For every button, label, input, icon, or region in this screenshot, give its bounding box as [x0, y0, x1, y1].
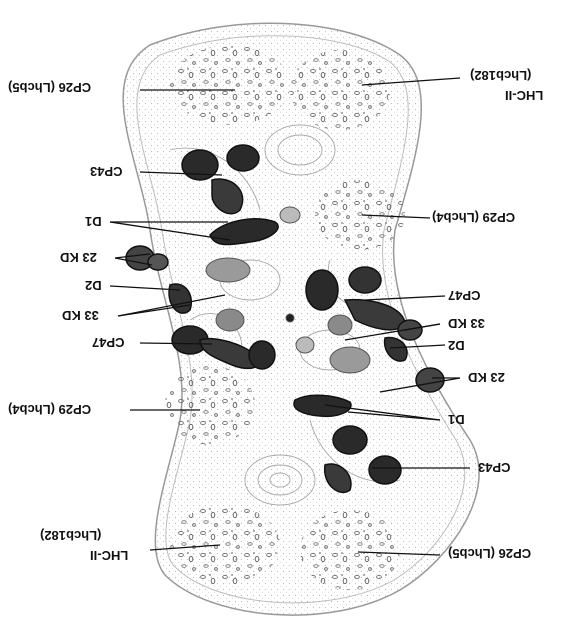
- speckle-region: [165, 365, 255, 445]
- cp43-lower-blob: [333, 426, 367, 454]
- label-cp29-left: CP29 (Lhcb4): [8, 402, 91, 417]
- label-33kd-right: 33 KD: [448, 316, 485, 331]
- label-lhcii-top-right: LHC-II: [505, 88, 543, 103]
- label-23kd-right: 23 KD: [468, 370, 505, 385]
- cp43-upper-blob: [227, 145, 259, 171]
- speckle-region: [300, 510, 400, 590]
- label-cp43-left: CP43: [90, 164, 123, 179]
- label-cp43-right: CP43: [478, 460, 511, 475]
- d1-lower-blob: [294, 395, 351, 416]
- cp43-lower-blob: [369, 456, 401, 484]
- label-cp47-left: CP47: [92, 335, 125, 350]
- label-23kd-left: 23 KD: [60, 250, 97, 265]
- speckle-region: [315, 180, 405, 250]
- label-cp26-top-left: CP26 (Lhcb5): [8, 80, 91, 95]
- speckle-region: [290, 50, 390, 130]
- label-d1-left: D1: [85, 214, 102, 229]
- label-33kd-left: 33 KD: [62, 308, 99, 323]
- cp43-upper-blob: [182, 150, 218, 180]
- label-lhcb182-bottom-left: (Lhcb182): [40, 528, 101, 543]
- label-cp26-bottom-right: CP26 (Lhcb5): [448, 546, 531, 561]
- label-cp47-right: CP47: [448, 288, 481, 303]
- speckle-region: [170, 45, 290, 125]
- label-d2-left: D2: [85, 278, 102, 293]
- cp47-left-blob: [249, 341, 275, 369]
- speckle-region: [170, 505, 280, 585]
- cp47-right-blob: [349, 267, 381, 293]
- label-lhcb182-top-right: (Lhcb182): [470, 68, 531, 83]
- label-cp29-right: CP29 (Lhcb4): [432, 210, 515, 225]
- cp47-right-blob: [306, 270, 338, 310]
- label-d2-right: D2: [448, 338, 465, 353]
- kd23-right-blob: [416, 368, 444, 392]
- kd23-left-blob: [148, 254, 168, 270]
- label-lhcii-bottom-left: LHC-II: [90, 548, 128, 563]
- label-d1-right: D1: [448, 412, 465, 427]
